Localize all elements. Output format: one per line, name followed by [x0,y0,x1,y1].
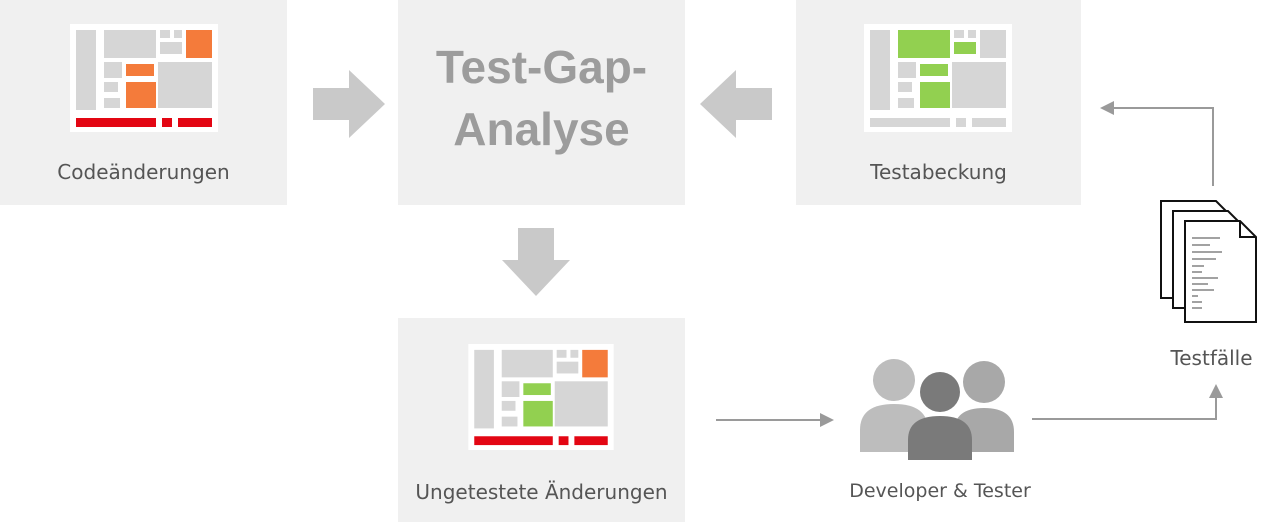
code-map-icon [70,24,218,132]
people-label: Developer & Tester [849,480,1031,502]
testcases-label: Testfälle [1170,346,1253,370]
analysis-box: Test-Gap- Analyse [398,0,685,205]
untested-label: Ungetestete Änderungen [415,480,668,504]
thin-arrow-to-testcases [1032,384,1223,420]
people-icon [860,359,1014,460]
coverage-box: Testabeckung [796,0,1081,205]
code-changes-box: Codeänderungen [0,0,287,205]
untested-box: Ungetestete Änderungen [398,318,685,522]
thin-arrow-to-people [716,413,834,427]
arrow-right-icon [313,70,385,138]
documents-icon [1160,200,1257,323]
coverage-label: Testabeckung [870,160,1007,184]
thin-arrow-to-coverage [1100,101,1214,186]
coverage-map-icon [864,24,1012,132]
untested-map-icon [468,344,614,450]
code-changes-label: Codeänderungen [57,160,230,184]
arrow-down-icon [502,228,570,296]
analysis-title-line1: Test-Gap- [435,41,648,93]
arrow-left-icon [700,70,772,138]
analysis-title-line2: Analyse [453,103,630,155]
